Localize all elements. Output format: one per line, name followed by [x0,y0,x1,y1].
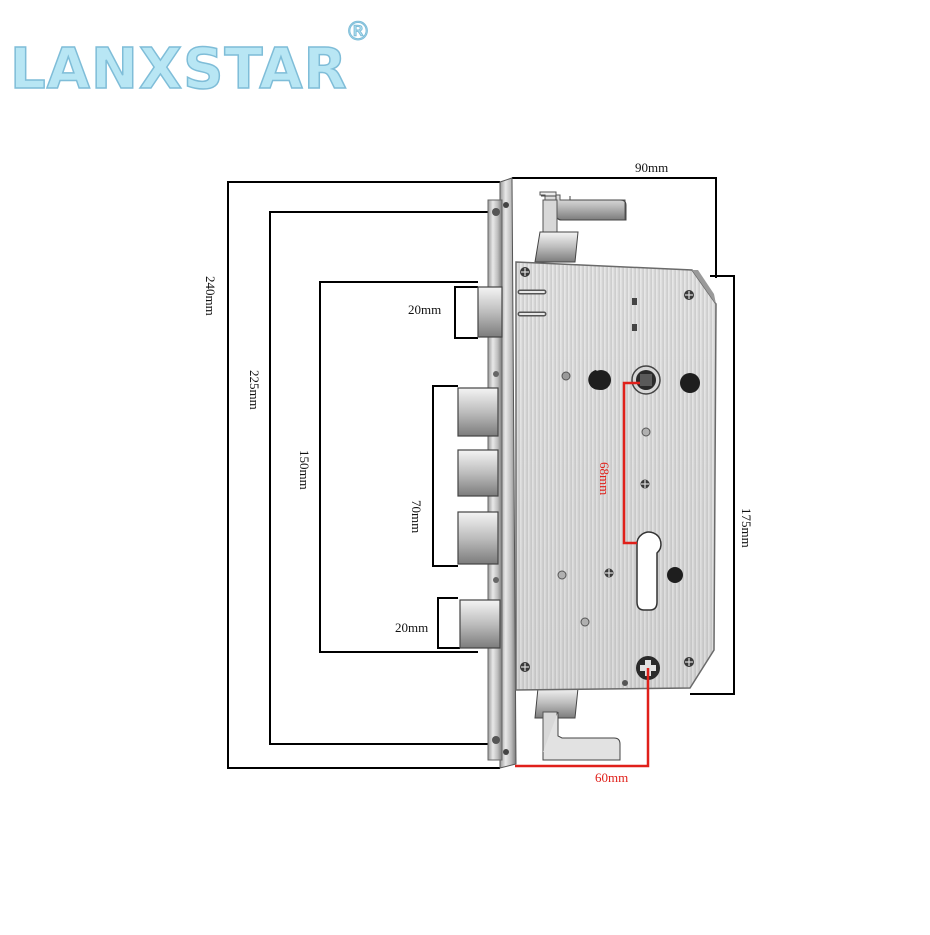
dim-line-240 [227,181,500,769]
dim-line-175 [690,275,735,695]
screw-icon [520,662,530,672]
screw-icon [503,202,509,208]
label-225mm: 225mm [247,370,262,410]
dim-line-68 [622,381,640,545]
screw-icon [492,208,500,216]
registered-mark-icon: ® [345,17,371,47]
screw-icon [640,479,650,489]
label-68mm: 68mm [597,462,612,495]
label-60mm: 60mm [595,770,628,785]
spindle-hole-icon [631,365,661,395]
dead-bolt-3 [457,511,499,565]
dead-bolt-1 [457,387,499,437]
dimension-lines [227,177,735,769]
screw-icon [492,736,500,744]
dim-line-225 [269,211,492,745]
label-150mm: 150mm [297,450,312,490]
bottom-hook-rod [534,687,621,761]
brand-logo: LANXSTAR [10,37,348,102]
dim-line-90 [512,177,717,278]
dim-line-bottom-20 [437,597,460,649]
lock-case [515,261,717,691]
dim-line-70 [432,385,458,567]
red-dimension-lines [515,381,650,768]
dim-line-60 [515,668,650,768]
label-175mm: 175mm [739,508,754,548]
keyhole-cylinder-icon [636,531,662,611]
screw-icon [520,267,530,277]
screw-icon [604,568,614,578]
latch-bolts [457,286,503,649]
top-hook-rod [534,191,627,263]
dim-line-150 [319,281,478,653]
screw-icon [684,657,694,667]
label-20mm-top: 20mm [408,302,441,317]
label-240mm: 240mm [203,276,218,316]
top-latch-bolt [477,286,503,338]
label-70mm: 70mm [409,500,424,533]
bottom-latch-bolt [459,599,501,649]
case-details [517,267,700,686]
dead-bolt-2 [457,449,499,497]
dim-line-top-20 [454,286,478,339]
label-90mm: 90mm [635,160,668,175]
screw-icon [684,290,694,300]
label-20mm-bottom: 20mm [395,620,428,635]
screw-icon [503,749,509,755]
